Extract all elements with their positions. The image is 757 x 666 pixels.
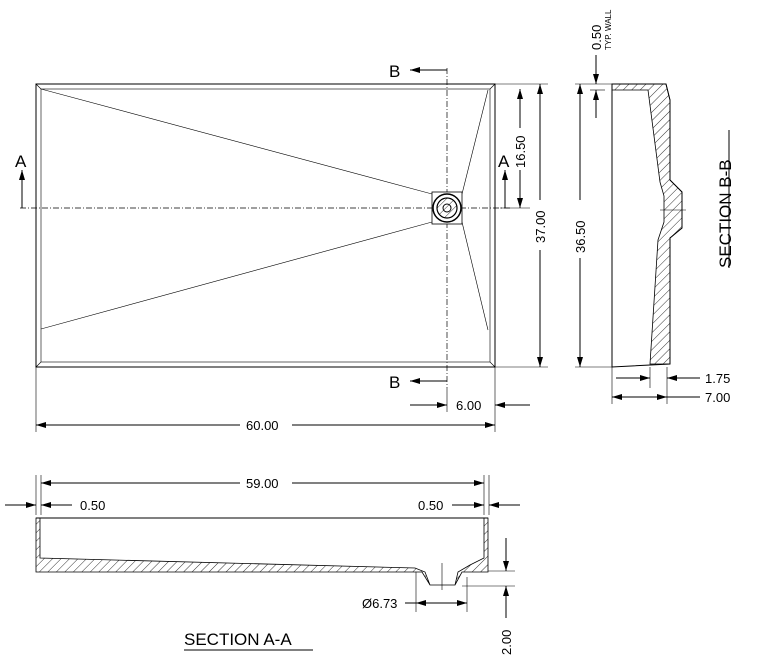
dim-depth: 37.00 bbox=[533, 210, 548, 243]
dim-inner-depth: 36.50 bbox=[573, 220, 588, 253]
slope-line bbox=[40, 221, 433, 330]
section-b-b-title: SECTION B-B bbox=[716, 159, 735, 268]
slope-line bbox=[461, 221, 489, 331]
slope-line bbox=[40, 88, 433, 195]
base-inner-outline bbox=[40, 88, 491, 363]
dim-drain-center: 16.50 bbox=[513, 135, 528, 168]
slope-line bbox=[461, 89, 489, 195]
section-a-a: 59.00 0.50 0.50 Ø6.73 2.00 SECTION A-A bbox=[5, 475, 520, 655]
dim-drain-depth: 2.00 bbox=[499, 630, 514, 655]
dim-height: 7.00 bbox=[705, 390, 730, 405]
section-a-label: A bbox=[15, 152, 27, 171]
section-b-b: 36.50 0.50 TYP. WALL SECTION B-B 1.75 7.… bbox=[573, 9, 735, 405]
section-a-label: A bbox=[498, 152, 510, 171]
wall-note: TYP. WALL bbox=[604, 9, 613, 50]
dim-drain-diameter: Ø6.73 bbox=[362, 596, 397, 611]
dim-drain-offset: 6.00 bbox=[456, 398, 481, 413]
plan-view: B B A A 16.50 37.00 60.00 6.00 bbox=[15, 62, 548, 433]
dim-inner-width: 59.00 bbox=[246, 476, 279, 491]
section-b-label: B bbox=[389, 373, 400, 392]
dim-drain-rise: 1.75 bbox=[705, 371, 730, 386]
dim-width: 60.00 bbox=[246, 418, 279, 433]
drain bbox=[431, 191, 463, 225]
base-outline bbox=[35, 83, 496, 368]
dim-left-wall: 0.50 bbox=[80, 498, 105, 513]
dim-right-wall: 0.50 bbox=[418, 498, 443, 513]
section-b-label: B bbox=[389, 62, 400, 81]
dim-wall: 0.50 bbox=[589, 25, 604, 50]
section-a-a-title: SECTION A-A bbox=[184, 630, 292, 649]
